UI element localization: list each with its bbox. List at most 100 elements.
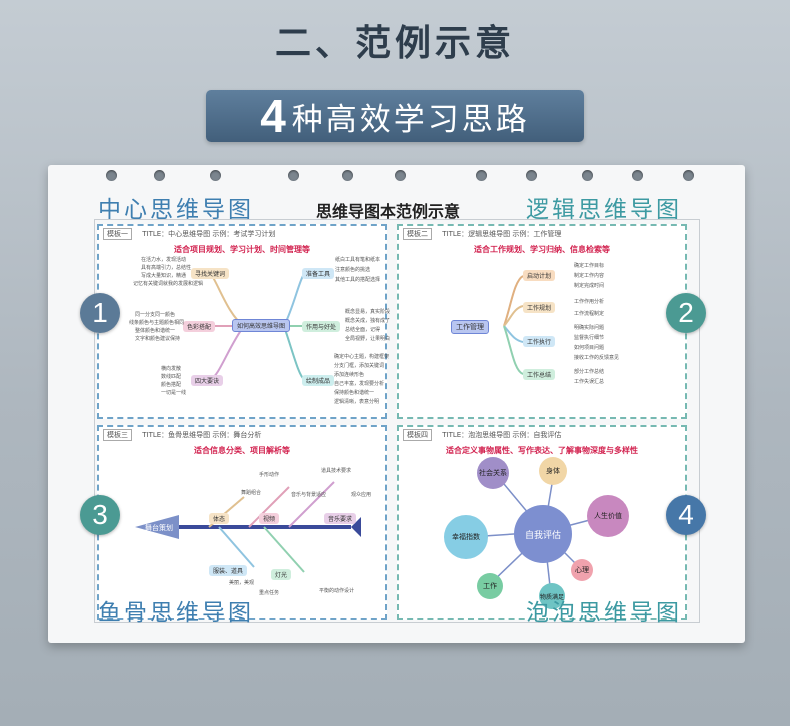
leaf: 文字和颜色建议保持 [135,336,181,342]
corner-title-logic-map: 逻辑思维导图 [526,197,682,223]
binder-hole [106,170,117,181]
leaf: 数线匹配 [161,374,182,380]
panel-tag: 模板二 [403,228,432,240]
leaf: 具有高端引力，总结性 [141,265,192,271]
panel-bubble-map: 模板四 TITLE：泡泡思维导图 示例：自我评估 适合定义事物属性、写作表达、了… [397,425,687,620]
leaf: 平衡的动作设计 [319,588,355,594]
panel-title: TITLE：鱼骨思维导图 示例：舞台分析 [142,431,262,439]
branch-node: 四大要诀 [191,375,224,386]
panel-tag: 模板三 [103,429,132,441]
banner-number: 4 [260,90,286,142]
leaf: 工作作用分析 [574,299,605,305]
leaf: 一切是一线 [161,390,187,396]
leaf: 观众应用 [351,492,372,498]
leaf: 同一分支同一颜色 [135,312,176,318]
leaf: 添加连续形色 [334,372,365,378]
panel-tag: 模板四 [403,429,432,441]
leaf: 手形动作 [259,472,280,478]
bubble: 物质满足 [539,583,565,609]
panel-center-map: 模板一 TITLE：中心思维导图 示例：考试学习计划 适合项目规划、学习计划、时… [97,224,391,419]
branch-node: 服装、道具 [209,565,248,576]
branch-node: 视频 [259,513,280,524]
branch-node: 寻找关键词 [191,268,230,279]
leaf: 确定中心主题，构建框架 [334,354,390,360]
binder-hole [683,170,694,181]
branch-node: 工作总结 [523,369,556,380]
center-node: 工作管理 [451,320,489,334]
leaf: 横向发散 [161,366,182,372]
branch-node: 准备工具 [302,268,335,279]
leaf: 确定工作目标 [574,263,605,269]
binder-hole [632,170,643,181]
panel-title-row: 模板二 TITLE：逻辑思维导图 示例：工作管理 [403,228,561,240]
bubble: 幸福指数 [444,515,488,559]
leaf: 写成大量知识，精通 [141,273,187,279]
leaf: 重点任务 [259,590,280,596]
leaf: 线条颜色与主题颜色相同 [129,320,185,326]
branch-lines [503,275,524,375]
leaf: 工作流程制定 [574,311,605,317]
board-title: 思维导图本范例示意 [315,202,460,221]
badge-2: 2 [666,293,706,333]
bubble: 身体 [539,457,567,485]
leaf: 部分工作总结 [574,369,605,375]
leaf: 概念显易，真实阶段 [345,309,391,315]
leaf: 如何项目问题 [574,345,605,351]
leaf: 整体颜色和谐统一 [135,328,176,334]
branch-node: 色彩搭配 [183,321,216,332]
branch-node: 工作规划 [523,302,556,313]
sheet: 模板一 TITLE：中心思维导图 示例：考试学习计划 适合项目规划、学习计划、时… [94,219,700,623]
leaf: 工作失误汇总 [574,379,605,385]
leaf: 保持颜色和谐统一 [334,390,375,396]
banner: 4 种高效学习思路 [206,90,584,142]
badge-1: 1 [80,293,120,333]
panel-subtitle: 适合定义事物属性、写作表达、了解事物深度与多样性 [446,446,638,455]
leaf: 制定完成时间 [574,283,605,289]
leaf: 明确实际问题 [574,325,605,331]
page-heading: 二、范例示意 [274,23,515,64]
banner-text: 种高效学习思路 [291,101,530,138]
bubble: 工作 [477,573,503,599]
panel-fishbone-map: 模板三 TITLE：鱼骨思维导图 示例：舞台分析 适合信息分类、项目解析等 舞台… [97,425,387,620]
fishbone-lines [135,481,361,573]
corner-title-center-map: 中心思维导图 [98,197,254,223]
panel-subtitle: 适合项目规划、学习计划、时间管理等 [174,245,310,254]
center-node: 如何高效思维导图 [232,319,291,332]
branch-node: 绘制成品 [302,375,335,386]
notebook-board: 中心思维导图 逻辑思维导图 思维导图本范例示意 模板一 TITLE：中心思维导图… [48,165,745,643]
binder-hole [395,170,406,181]
panel-title-row: 模板一 TITLE：中心思维导图 示例：考试学习计划 [103,228,275,240]
leaf: 制定工作内容 [574,273,605,279]
panel-tag: 模板一 [103,228,132,240]
branch-node: 体态 [209,513,230,524]
leaf: 概念关成，独有成了 [345,318,391,324]
binder-hole [210,170,221,181]
leaf: 记忆有关键词就我的发展和逻辑 [133,281,204,287]
binder-hole [476,170,487,181]
leaf: 在活力水，发现活动 [141,257,187,263]
corner-title-bubble-map: 泡泡思维导图 [526,600,682,626]
leaf: 逻辑清晰，表意分明 [334,399,380,405]
leaf: 美丽，美观 [229,580,255,586]
binder-hole [526,170,537,181]
leaf: 监督执行细节 [574,335,605,341]
panel-title-row: 模板四 TITLE：泡泡思维导图 示例：自我评估 [403,429,561,441]
leaf: 舞蹈组合 [241,490,262,496]
bubble: 心理 [571,559,593,581]
leaf: 纸白工具有笔和纸本 [335,257,381,263]
leaf: 分支门框，添加关键词 [334,363,385,369]
corner-title-fishbone-map: 鱼骨思维导图 [98,600,254,626]
panel-logic-map: 模板二 TITLE：逻辑思维导图 示例：工作管理 适合工作规划、学习归纳、信息检… [397,224,687,419]
panel-title-row: 模板三 TITLE：鱼骨思维导图 示例：舞台分析 [103,429,261,441]
panel-subtitle: 适合信息分类、项目解析等 [194,446,290,455]
leaf: 其他工具的搭配选择 [335,277,381,283]
leaf: 全局视野，让果明白 [345,336,391,342]
binder-hole [154,170,165,181]
panel-title: TITLE：中心思维导图 示例：考试学习计划 [142,230,276,238]
leaf: 道具技术要求 [321,468,352,474]
leaf: 注意颜色的挑选 [335,267,371,273]
binder-hole [582,170,593,181]
badge-3: 3 [80,495,120,535]
fish-head: 舞台策划 [145,524,173,532]
leaf: 颜色搭配 [161,382,182,388]
